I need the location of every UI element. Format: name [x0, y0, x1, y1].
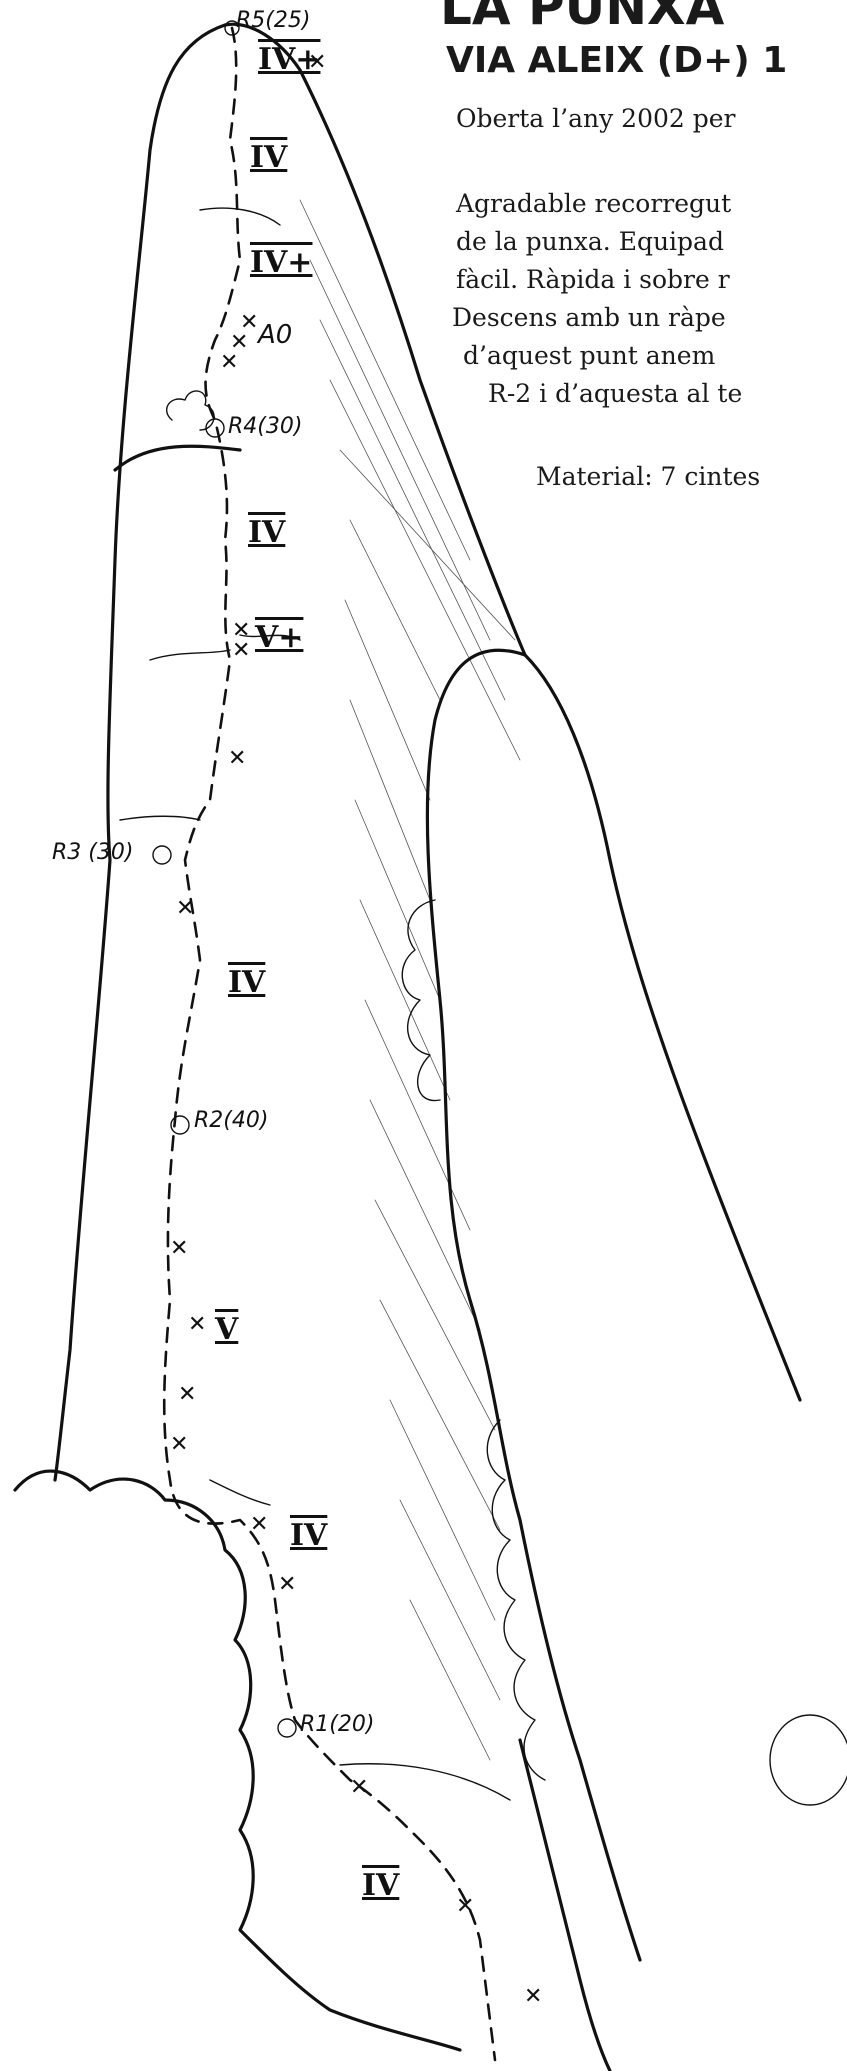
belay-r2-label: R2(40): [194, 1108, 268, 1133]
belay-r5-label: R5(25): [236, 8, 310, 33]
belay-r3-label: R3 (30): [52, 840, 133, 865]
description-line-4: Descens amb un ràpe: [452, 299, 726, 337]
bolt-mark: ✕: [456, 1894, 474, 1919]
pillar-right: [525, 655, 800, 1400]
description-line-5: d’aquest punt anem: [463, 337, 715, 375]
route-subtitle: VIA ALEIX (D+) 1: [446, 40, 787, 81]
bolt-mark: ✕: [176, 896, 194, 921]
bolt-mark: ✕: [170, 1432, 188, 1457]
grade-label-6: V+: [255, 620, 303, 655]
bolt-mark: ✕: [524, 1984, 542, 2009]
face-shading: [300, 200, 520, 1760]
bolt-mark: ✕: [350, 1775, 368, 1800]
description-line-3: fàcil. Ràpida i sobre r: [456, 261, 730, 299]
grade-label-7: IV: [228, 965, 265, 1000]
base-right: [520, 1740, 610, 2071]
tower-left-edge: [55, 25, 225, 1480]
opened-note: Oberta l’any 2002 per: [456, 100, 735, 138]
belay-r4-label: R4(30): [228, 414, 302, 439]
bolt-mark: ✕: [232, 638, 250, 663]
page-title: LA PUNXA: [440, 0, 724, 32]
bolt-mark: ✕: [278, 1572, 296, 1597]
bolt-mark: ✕: [220, 350, 238, 375]
bolt-mark: ✕: [178, 1382, 196, 1407]
description-line-6: R-2 i d’aquesta al te: [488, 375, 742, 413]
belay-r1-label: R1(20): [300, 1712, 374, 1737]
grade-label-8: V: [215, 1312, 238, 1347]
bolt-mark: ✕: [250, 1512, 268, 1537]
grade-label-5: IV: [248, 515, 285, 550]
description-line-2: de la punxa. Equipad: [456, 223, 724, 261]
route-line: [164, 28, 495, 2060]
grade-label-aid: A0: [258, 320, 292, 350]
belay-r1-marker: [278, 1719, 296, 1737]
grade-label-10: IV: [362, 1868, 399, 1903]
description-line-1: Agradable recorregut: [456, 185, 731, 223]
bolt-mark: ✕: [228, 746, 246, 771]
bolt-mark: ✕: [188, 1312, 206, 1337]
belay-r3-marker: [153, 846, 171, 864]
bolt-mark: ✕: [170, 1236, 188, 1261]
material-note: Material: 7 cintes: [536, 458, 760, 496]
grade-label-3: IV+: [250, 245, 312, 280]
grade-label-2: IV: [250, 140, 287, 175]
base-outline: [15, 1471, 460, 2050]
bolt-mark: ✕: [308, 50, 326, 75]
grade-label-9: IV: [290, 1518, 327, 1553]
